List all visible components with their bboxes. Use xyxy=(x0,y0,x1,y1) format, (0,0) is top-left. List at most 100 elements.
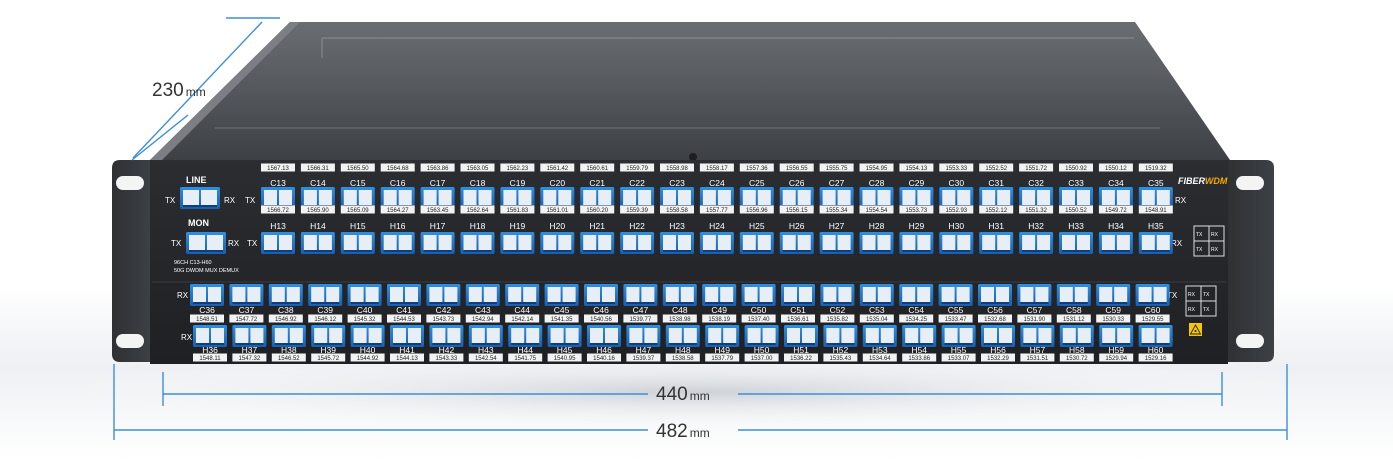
adapter-port-h44[interactable] xyxy=(508,325,543,347)
adapter-port-h50[interactable] xyxy=(744,325,779,347)
adapter-port-h49[interactable] xyxy=(705,325,740,347)
adapter-port-h18[interactable] xyxy=(460,232,495,254)
svg-text:1550.12: 1550.12 xyxy=(1105,166,1127,172)
adapter-port-c59[interactable] xyxy=(1096,284,1131,306)
adapter-port-h21[interactable] xyxy=(580,232,615,254)
adapter-port-h42[interactable] xyxy=(429,325,464,347)
adapter-port-c21[interactable] xyxy=(580,187,615,209)
adapter-port-c60[interactable] xyxy=(1135,284,1170,306)
adapter-port-h56[interactable] xyxy=(981,325,1015,347)
adapter-port-h31[interactable] xyxy=(979,232,1014,254)
wavelength-tag: 1544.53 xyxy=(387,314,421,323)
adapter-port-c38[interactable] xyxy=(268,284,303,306)
adapter-port-h35[interactable] xyxy=(1138,232,1173,254)
adapter-port-c48[interactable] xyxy=(662,284,697,306)
adapter-port-h24[interactable] xyxy=(699,232,734,254)
adapter-port-h40[interactable] xyxy=(350,325,385,347)
svg-text:1566.72: 1566.72 xyxy=(267,208,289,214)
adapter-port-c19[interactable] xyxy=(500,187,535,209)
mon-port[interactable] xyxy=(186,232,226,254)
wavelength-tag: 1558.17 xyxy=(699,163,734,172)
adapter-port-h28[interactable] xyxy=(859,232,894,254)
adapter-port-h60[interactable] xyxy=(1138,325,1173,347)
adapter-port-h53[interactable] xyxy=(862,325,897,347)
adapter-port-h48[interactable] xyxy=(665,325,700,347)
adapter-port-h54[interactable] xyxy=(902,325,937,347)
adapter-port-h20[interactable] xyxy=(540,232,575,254)
adapter-port-h58[interactable] xyxy=(1059,325,1094,347)
adapter-port-c47[interactable] xyxy=(623,284,658,306)
adapter-port-h38[interactable] xyxy=(271,325,306,347)
adapter-port-h17[interactable] xyxy=(420,232,455,254)
adapter-port-h29[interactable] xyxy=(899,232,934,254)
wavelength-tag: 1562.23 xyxy=(500,163,535,172)
adapter-port-h51[interactable] xyxy=(784,325,818,347)
adapter-port-h25[interactable] xyxy=(739,232,774,254)
adapter-port-h34[interactable] xyxy=(1098,232,1133,254)
adapter-port-h30[interactable] xyxy=(939,232,974,254)
adapter-port-h26[interactable] xyxy=(779,232,814,254)
adapter-port-h37[interactable] xyxy=(232,325,267,347)
adapter-port-c51[interactable] xyxy=(781,284,815,306)
adapter-port-h47[interactable] xyxy=(626,325,661,347)
adapter-port-h52[interactable] xyxy=(823,325,858,347)
channel-label: H50 xyxy=(754,345,770,355)
adapter-port-c14[interactable] xyxy=(300,187,335,209)
adapter-port-c18[interactable] xyxy=(460,187,495,209)
adapter-port-c56[interactable] xyxy=(978,284,1012,306)
adapter-port-c50[interactable] xyxy=(741,284,776,306)
line-port[interactable] xyxy=(180,187,220,209)
adapter-port-h15[interactable] xyxy=(340,232,375,254)
adapter-port-h19[interactable] xyxy=(500,232,535,254)
adapter-port-h45[interactable] xyxy=(547,325,582,347)
adapter-port-c40[interactable] xyxy=(347,284,382,306)
adapter-port-c33[interactable] xyxy=(1059,187,1093,209)
channel-label: C42 xyxy=(436,305,452,315)
adapter-port-c49[interactable] xyxy=(702,284,737,306)
adapter-port-c45[interactable] xyxy=(544,284,579,306)
adapter-port-c46[interactable] xyxy=(584,284,618,306)
adapter-port-h14[interactable] xyxy=(300,232,335,254)
adapter-port-c53[interactable] xyxy=(859,284,894,306)
adapter-port-c41[interactable] xyxy=(387,284,421,306)
adapter-port-h57[interactable] xyxy=(1020,325,1055,347)
adapter-port-c43[interactable] xyxy=(465,284,500,306)
svg-text:1529.16: 1529.16 xyxy=(1145,356,1167,362)
wavelength-tag: 1546.52 xyxy=(271,353,306,362)
svg-text:1559.79: 1559.79 xyxy=(626,166,648,172)
adapter-port-c22[interactable] xyxy=(620,187,655,209)
adapter-port-c54[interactable] xyxy=(899,284,934,306)
adapter-port-c27[interactable] xyxy=(819,187,854,209)
adapter-port-c58[interactable] xyxy=(1056,284,1091,306)
adapter-port-c34[interactable] xyxy=(1098,187,1133,209)
adapter-port-h36[interactable] xyxy=(193,325,227,347)
adapter-port-h55[interactable] xyxy=(941,325,976,347)
adapter-port-c17[interactable] xyxy=(420,187,455,209)
wavelength-tag: 1557.36 xyxy=(739,163,774,172)
adapter-port-c57[interactable] xyxy=(1017,284,1052,306)
adapter-port-c39[interactable] xyxy=(308,284,343,306)
adapter-port-h46[interactable] xyxy=(587,325,621,347)
adapter-port-h59[interactable] xyxy=(1099,325,1134,347)
adapter-port-h13[interactable] xyxy=(261,232,295,254)
adapter-port-h39[interactable] xyxy=(311,325,346,347)
adapter-port-c52[interactable] xyxy=(820,284,855,306)
adapter-port-h32[interactable] xyxy=(1019,232,1054,254)
adapter-port-h41[interactable] xyxy=(390,325,424,347)
adapter-port-c37[interactable] xyxy=(229,284,264,306)
adapter-port-h33[interactable] xyxy=(1059,232,1093,254)
adapter-port-c55[interactable] xyxy=(938,284,973,306)
adapter-port-c25[interactable] xyxy=(739,187,774,209)
adapter-port-c44[interactable] xyxy=(505,284,540,306)
adapter-port-c36[interactable] xyxy=(190,284,224,306)
adapter-port-h22[interactable] xyxy=(620,232,655,254)
svg-text:1539.37: 1539.37 xyxy=(633,356,655,362)
adapter-port-h27[interactable] xyxy=(819,232,854,254)
adapter-port-c16[interactable] xyxy=(380,187,415,209)
wavelength-tag: 1548.91 xyxy=(1138,205,1173,214)
svg-text:RX: RX xyxy=(1211,247,1219,253)
adapter-port-h23[interactable] xyxy=(660,232,694,254)
adapter-port-h43[interactable] xyxy=(468,325,503,347)
adapter-port-h16[interactable] xyxy=(380,232,415,254)
adapter-port-c42[interactable] xyxy=(426,284,461,306)
